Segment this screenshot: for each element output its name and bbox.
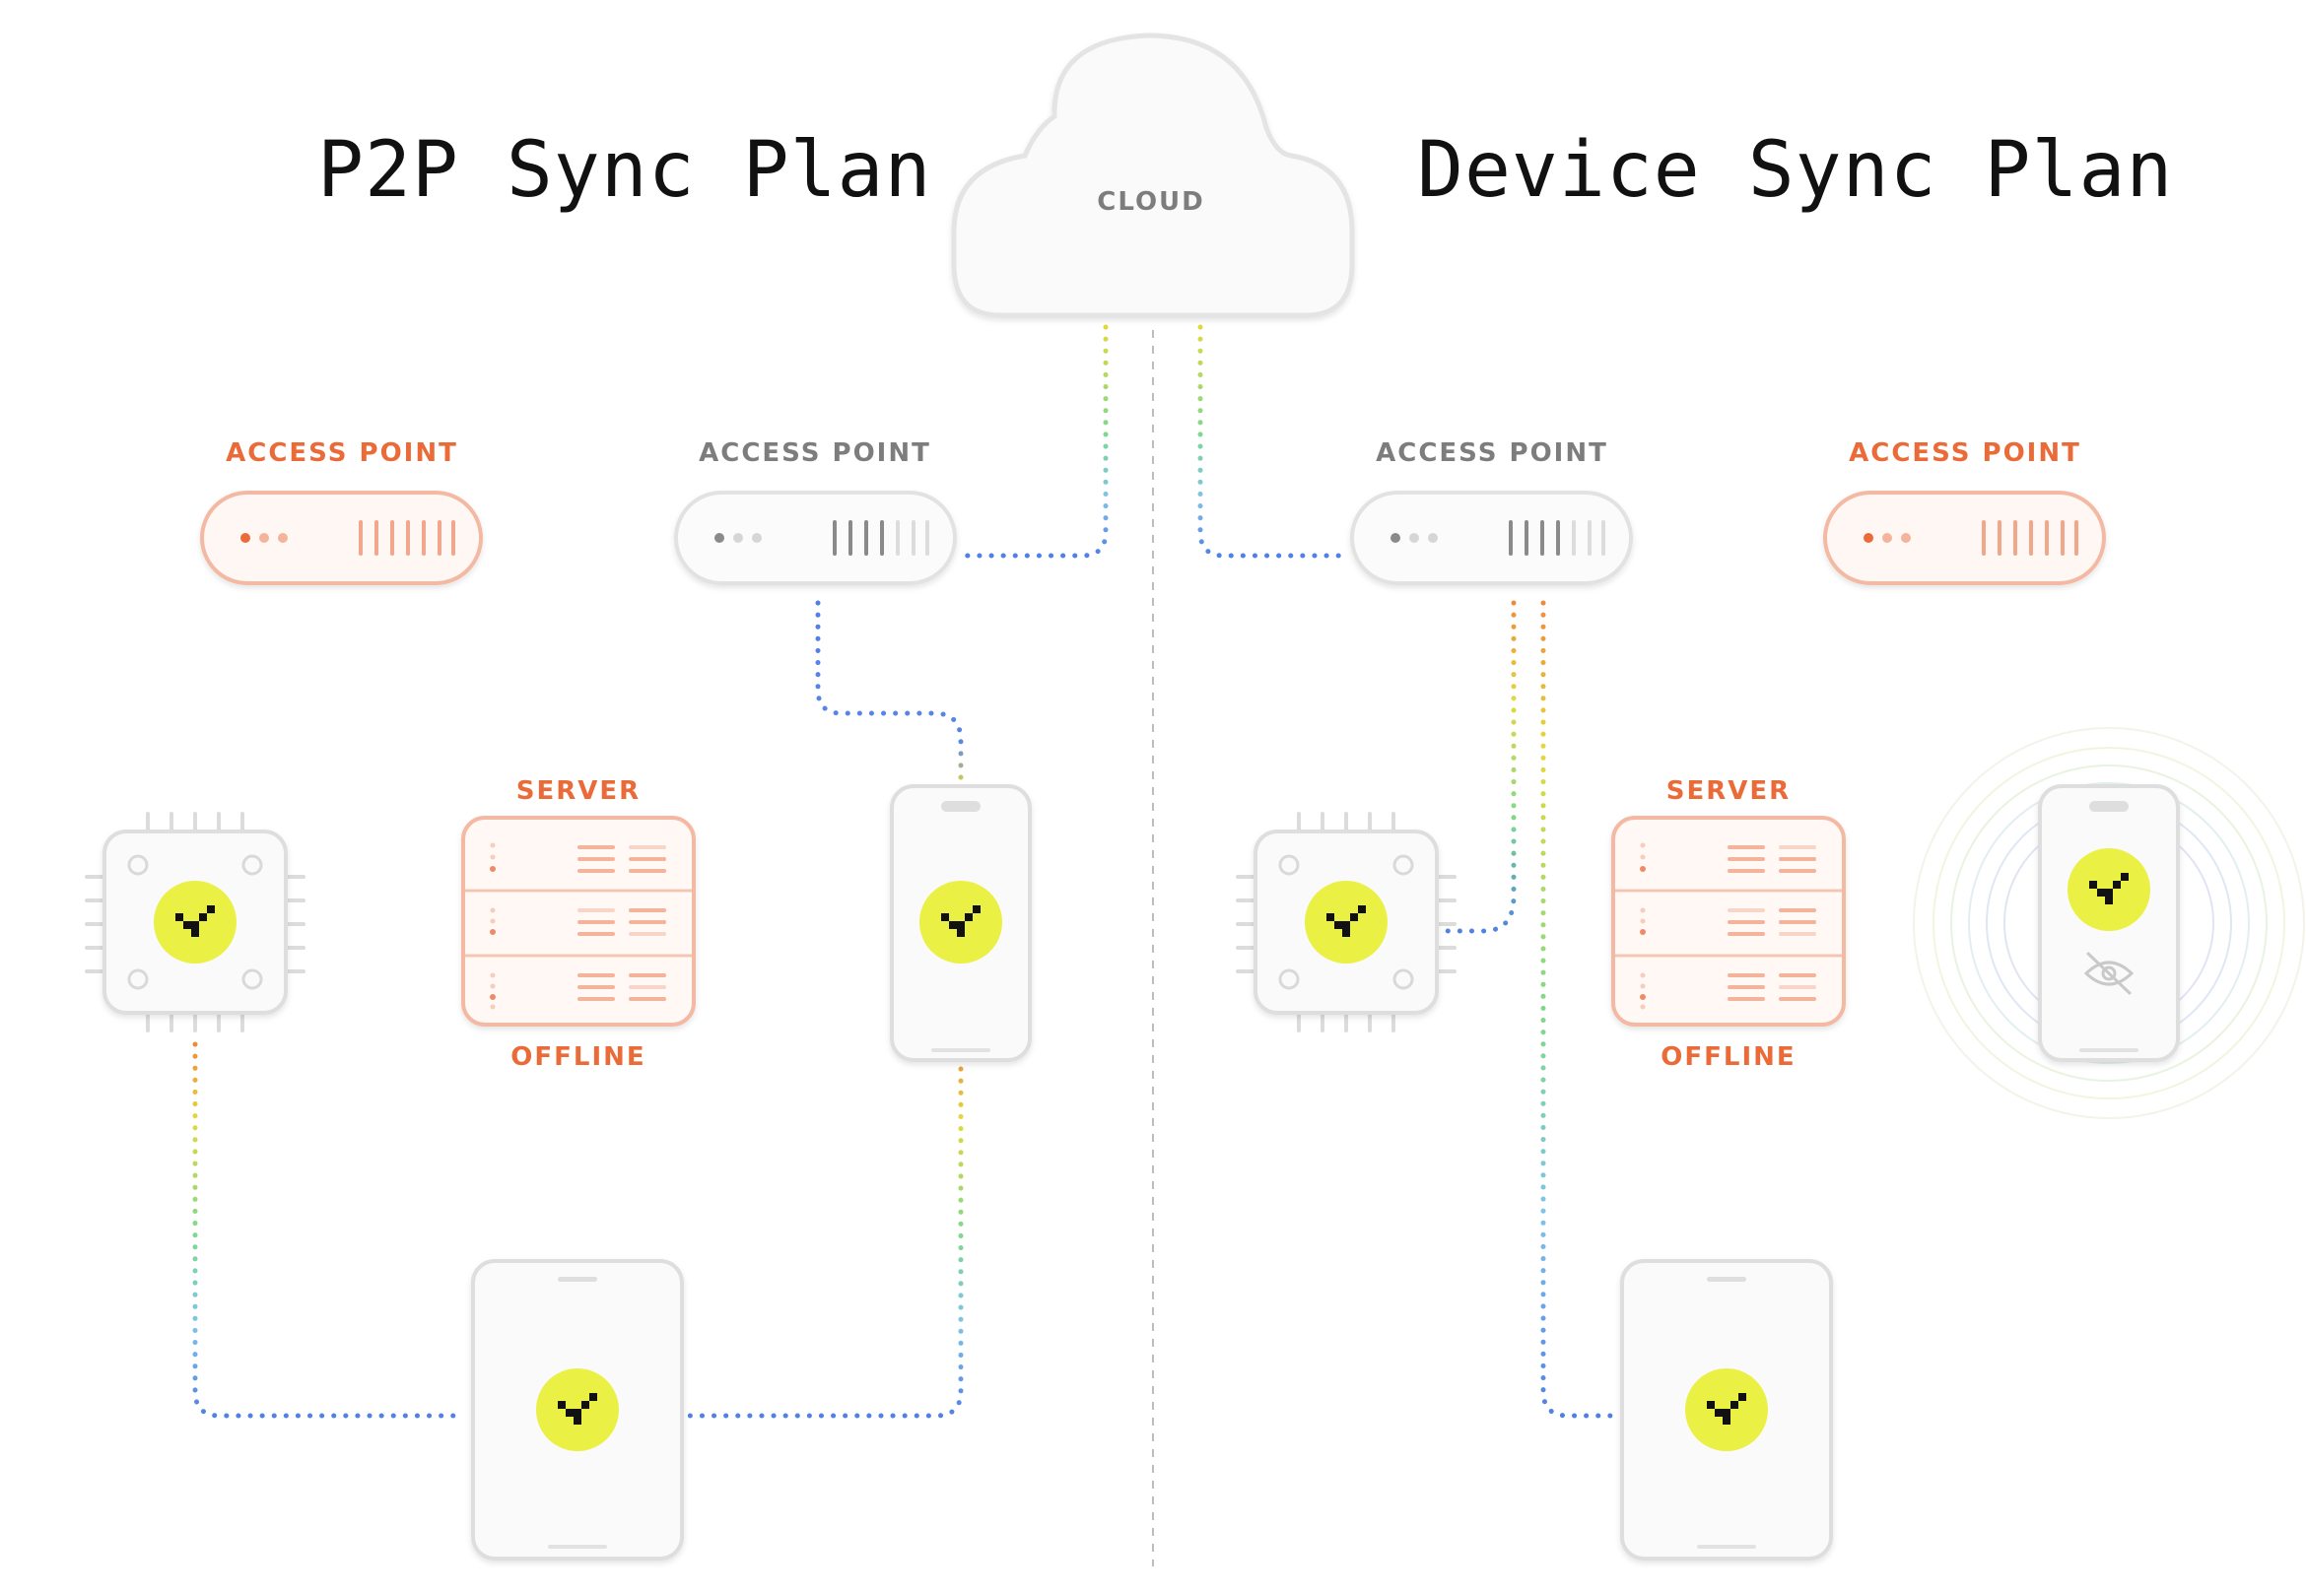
connections	[192, 324, 1617, 1419]
link-cpu-tablet-left	[192, 1041, 466, 1419]
server-label-right: SERVER	[1665, 776, 1792, 806]
link-ap-cpu-right	[1439, 600, 1517, 934]
server-label-left: SERVER	[515, 776, 642, 806]
link-phone-tablet-left	[684, 1066, 964, 1419]
link-cloud-ap-left	[961, 324, 1109, 559]
access-point-label-right-offline: ACCESS POINT	[1849, 438, 2081, 468]
eye-slash-icon	[2083, 952, 2135, 995]
access-point-left-offline	[200, 491, 483, 585]
offline-label-right: OFFLINE	[1661, 1042, 1797, 1072]
server-right-offline	[1611, 816, 1846, 1027]
title-right: Device Sync Plan	[1417, 126, 2174, 215]
title-left: P2P Sync Plan	[317, 126, 932, 215]
phone-left	[890, 784, 1032, 1062]
tablet-right	[1620, 1259, 1833, 1561]
link-ap-tablet-right	[1540, 600, 1617, 1419]
cpu-chip-right	[1236, 812, 1457, 1032]
link-cloud-ap-right	[1197, 324, 1345, 559]
access-point-label-left-offline: ACCESS POINT	[226, 438, 458, 468]
access-point-label-right-active: ACCESS POINT	[1376, 438, 1608, 468]
access-point-left-active	[674, 491, 957, 585]
cloud	[951, 33, 1355, 318]
offline-label-left: OFFLINE	[510, 1042, 646, 1072]
cloud-label: CLOUD	[1097, 187, 1205, 217]
access-point-right-active	[1350, 491, 1633, 585]
access-point-label-left-active: ACCESS POINT	[699, 438, 931, 468]
tablet-left	[471, 1259, 684, 1561]
access-point-right-offline	[1823, 491, 2106, 585]
phone-right-isolated	[1913, 727, 2305, 1119]
link-ap-phone-left	[815, 600, 964, 786]
cpu-chip-left	[85, 812, 305, 1032]
server-left-offline	[461, 816, 696, 1027]
